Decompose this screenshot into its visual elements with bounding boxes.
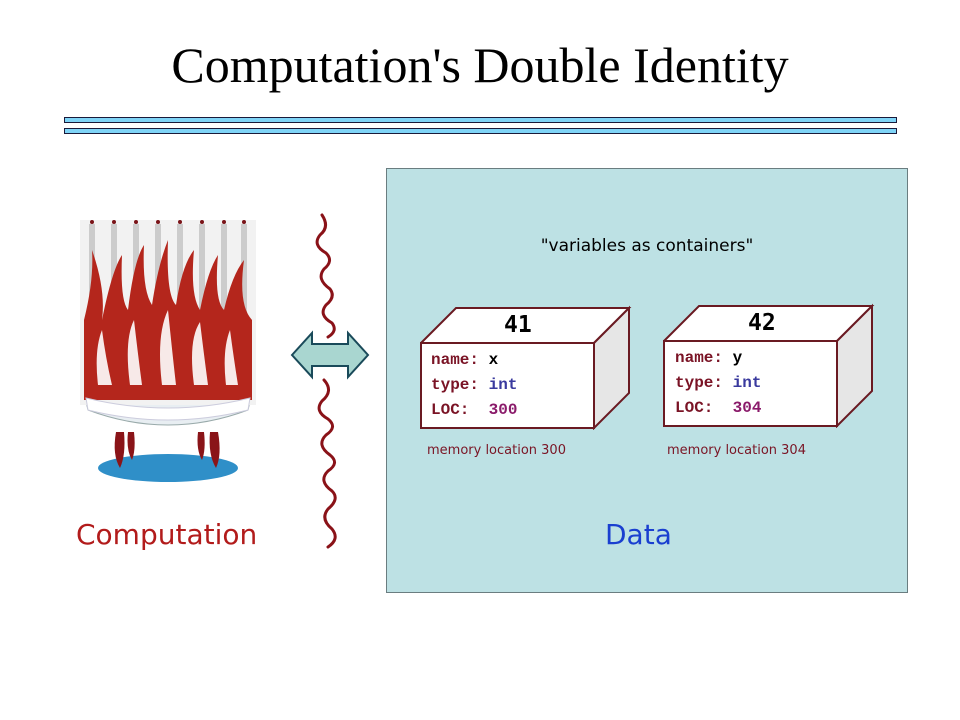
- container-value-x: 41: [504, 312, 532, 338]
- bathtub-illustration: [80, 220, 256, 482]
- computation-label: Computation: [76, 518, 258, 551]
- memory-location-label-304: memory location 304: [667, 443, 806, 458]
- memory-location-label-300: memory location 300: [427, 443, 566, 458]
- type-value: int: [732, 374, 762, 392]
- loc-value: 304: [732, 399, 762, 417]
- double-arrow-icon: [290, 330, 370, 380]
- data-label: Data: [605, 518, 672, 551]
- panel-caption: "variables as containers": [540, 236, 754, 256]
- loc-key: LOC:: [675, 399, 714, 417]
- name-key: name:: [431, 351, 480, 369]
- name-value: x: [488, 351, 499, 369]
- type-value: int: [488, 376, 518, 394]
- container-props-x: name: x type: int LOC: 300: [431, 348, 517, 423]
- title-rule-bottom: [64, 128, 897, 134]
- loc-key: LOC:: [431, 401, 470, 419]
- container-box-y: [663, 303, 875, 428]
- type-key: type:: [431, 376, 480, 394]
- container-props-y: name: y type: int LOC: 304: [675, 346, 761, 421]
- title-rule-top: [64, 117, 897, 123]
- squiggle-divider: [315, 213, 337, 549]
- container-box-x: [420, 305, 632, 430]
- container-value-y: 42: [748, 310, 776, 336]
- loc-value: 300: [488, 401, 518, 419]
- name-key: name:: [675, 349, 724, 367]
- type-key: type:: [675, 374, 724, 392]
- name-value: y: [732, 349, 743, 367]
- page-title: Computation's Double Identity: [171, 37, 789, 93]
